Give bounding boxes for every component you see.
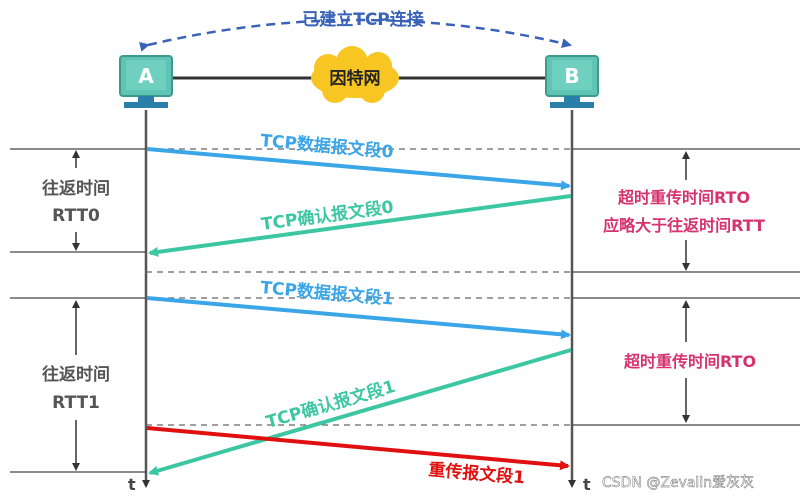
time-label-a: t [128,475,136,494]
rto0-label-line2: 应略大于往返时间RTT [603,216,765,235]
data-segment-1-arrow [146,296,571,340]
connection-title: 已建立TCP连接 [302,9,424,30]
rtt1-label-line1: 往返时间 [42,364,110,385]
internet-cloud-icon [311,46,399,103]
host-b-computer-icon [545,55,599,108]
watermark: CSDN @Zevalin爱灰灰 [602,475,754,491]
connection-arc [139,18,572,52]
retransmit-segment-1-arrow [146,426,570,471]
data-segment-0-label: TCP数据报文段0 [260,130,395,163]
ack-segment-1-arrow [148,348,572,476]
data-segment-1-label: TCP数据报文段1 [260,277,395,310]
internet-label: 因特网 [330,68,381,89]
rtt0-label-line1: 往返时间 [42,178,110,199]
rtt0-label-line2: RTT0 [52,206,100,226]
host-a-computer-icon [119,55,173,108]
host-a-label: A [138,64,154,88]
rtt1-label-line2: RTT1 [52,393,100,413]
ack-segment-1-label: TCP确认报文段1 [264,376,398,433]
time-label-b: t [583,475,591,494]
rto0-label-line1: 超时重传时间RTO [617,188,750,207]
data-segment-0-arrow [146,147,571,191]
ack-segment-0-arrow [148,194,572,257]
rto1-label: 超时重传时间RTO [623,352,756,371]
host-b-label: B [564,64,579,88]
retransmit-segment-1-label: 重传报文段1 [428,459,526,488]
